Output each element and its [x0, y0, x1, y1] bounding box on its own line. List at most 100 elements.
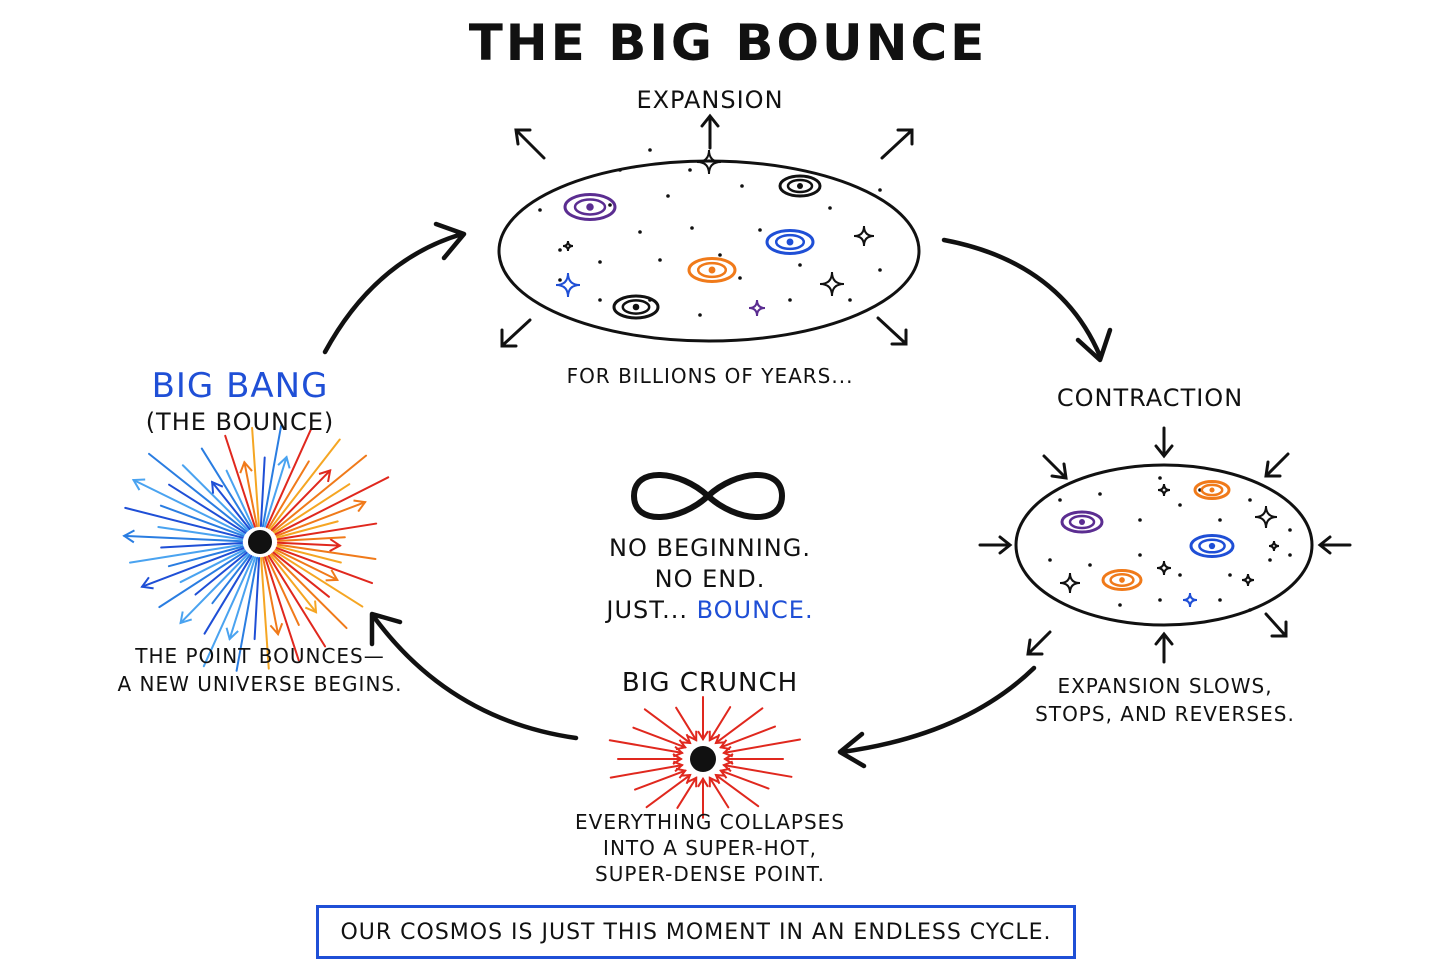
contraction-universe: [1014, 463, 1314, 627]
contraction-label: CONTRACTION: [1056, 384, 1244, 412]
burst-arrowhead: [277, 455, 291, 469]
infinity-icon: [631, 472, 785, 520]
star-dot: [1248, 498, 1252, 502]
burst-arrowhead: [140, 576, 154, 590]
crunch-ray: [634, 769, 687, 791]
star-dot: [740, 184, 744, 188]
big-bang-sublabel: (THE BOUNCE): [145, 408, 335, 436]
burst-arrowhead: [353, 499, 367, 513]
burst-ray: [211, 481, 251, 531]
burst-arrowhead: [325, 569, 339, 582]
burst-ray: [270, 469, 332, 532]
crunch-ray: [714, 707, 764, 744]
burst-ray: [160, 541, 244, 549]
crunch-ray: [675, 706, 698, 742]
star-dot: [1268, 558, 1272, 562]
crunch-point: [690, 746, 716, 772]
burst-ray: [159, 504, 245, 537]
burst-ray: [228, 556, 257, 641]
star-dot: [1228, 573, 1232, 577]
burst-ray: [262, 556, 280, 636]
crunch-ray: [722, 764, 793, 778]
sparkle-star-icon: [696, 149, 722, 175]
sparkle-star-icon: [853, 225, 875, 247]
burst-ray: [179, 552, 250, 624]
center-line-3-prefix: JUST...: [606, 596, 688, 624]
crunch-arrowhead: [722, 745, 734, 758]
sparkle-star-icon: [562, 240, 574, 252]
crunch-ray: [609, 764, 684, 779]
bounce-highlight: BOUNCE.: [696, 596, 814, 624]
crunch-arrowhead: [719, 739, 731, 751]
burst-arrowhead: [211, 480, 224, 494]
big-bang-burst: [122, 424, 390, 672]
big-crunch-caption-line-1: EVERYTHING COLLAPSES: [575, 810, 845, 834]
star-dot: [608, 203, 612, 207]
star-dot: [1058, 498, 1062, 502]
star-dot: [666, 194, 670, 198]
big-bang-caption-line-2: A NEW UNIVERSE BEGINS.: [117, 672, 403, 696]
crunch-arrowhead: [708, 730, 719, 742]
star-dot: [688, 168, 692, 172]
burst-ray: [261, 424, 283, 528]
sparkle-star-icon: [1254, 505, 1278, 529]
burst-ray: [157, 526, 244, 541]
star-dot: [598, 298, 602, 302]
star-dot: [878, 188, 882, 192]
crunch-ray: [722, 738, 802, 754]
sparkle-star-icon: [555, 272, 581, 298]
star-dot: [1118, 603, 1122, 607]
burst-arrowhead: [318, 469, 332, 483]
burst-ray: [224, 434, 256, 528]
expansion-caption: FOR BILLIONS OF YEARS...: [566, 364, 854, 388]
galaxy-icon: [1101, 569, 1143, 591]
burst-arrowhead: [329, 538, 342, 552]
star-dot: [848, 298, 852, 302]
star-dot: [1138, 518, 1142, 522]
burst-ray: [272, 551, 330, 598]
sparkle-star-icon: [819, 271, 845, 297]
burst-arrowhead: [304, 600, 318, 614]
burst-ray: [269, 553, 318, 614]
burst-ray: [225, 469, 255, 529]
expansion-outward-arrows: [500, 113, 914, 348]
galaxy-icon: [1060, 510, 1104, 534]
burst-ray: [274, 476, 390, 536]
burst-ray: [141, 547, 245, 588]
big-bang-caption-line-1: THE POINT BOUNCES—: [135, 644, 385, 668]
star-dot: [538, 208, 542, 212]
cycle-arrows: [322, 221, 1113, 769]
burst-ray: [276, 536, 346, 543]
big-crunch-implosion: [608, 696, 802, 819]
burst-ray: [253, 556, 261, 641]
star-dot: [828, 206, 832, 210]
burst-ray: [263, 456, 288, 528]
star-dot: [558, 248, 562, 252]
burst-ray: [194, 551, 248, 596]
star-dot: [638, 230, 642, 234]
sparkle-star-icon: [1241, 573, 1255, 587]
star-dot: [788, 298, 792, 302]
star-dot: [1088, 563, 1092, 567]
big-crunch-caption-line-2: INTO A SUPER-HOT,: [603, 836, 817, 860]
arrow-expansion-to-contraction: [941, 237, 1113, 363]
galaxy-icon: [1189, 534, 1235, 558]
sparkle-star-icon: [1156, 560, 1172, 576]
burst-ray: [202, 555, 255, 668]
galaxy-icon: [765, 229, 815, 255]
burst-ray: [251, 426, 260, 528]
crunch-arrowhead: [687, 730, 698, 742]
sparkle-star-icon: [1157, 483, 1171, 497]
star-dot: [1048, 558, 1052, 562]
star-dot: [598, 260, 602, 264]
crunch-ray: [708, 776, 730, 809]
crunch-arrowhead: [714, 733, 726, 745]
contraction-inward-arrows: [978, 426, 1352, 664]
star-dot: [1098, 492, 1102, 496]
star-dot: [798, 263, 802, 267]
burst-ray: [273, 483, 351, 534]
burst-ray: [167, 545, 244, 568]
big-crunch-caption-line-3: SUPER-DENSE POINT.: [595, 862, 825, 886]
big-crunch-label: BIG CRUNCH: [621, 668, 799, 698]
